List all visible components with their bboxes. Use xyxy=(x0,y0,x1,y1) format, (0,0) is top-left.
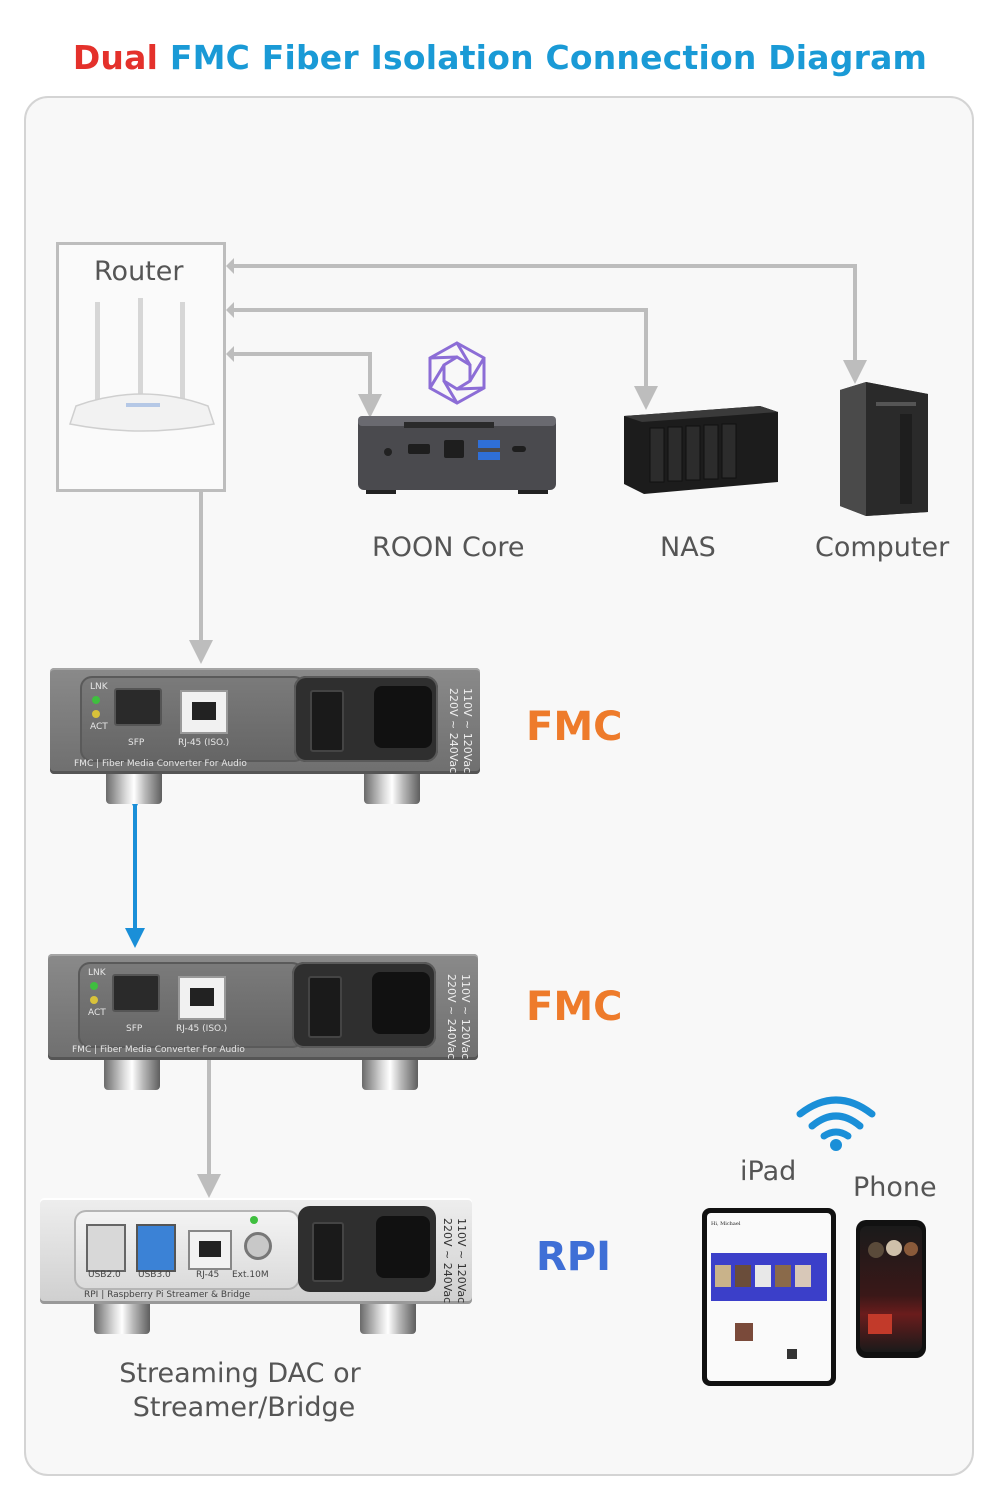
fmc-top-foot-left xyxy=(106,774,162,804)
fmc-bottom-lnk-led xyxy=(90,982,98,990)
wifi-icon xyxy=(796,1096,876,1151)
fmc-bottom-rj45-label: RJ-45 (ISO.) xyxy=(176,1024,228,1034)
fmc-top-sfp-label: SFP xyxy=(128,738,145,748)
link-router-roon xyxy=(234,352,382,418)
rpi-usb3-ports xyxy=(136,1224,176,1272)
rpi-caption: RPI | Raspberry Pi Streamer & Bridge xyxy=(84,1290,251,1300)
roon-core-label: ROON Core xyxy=(372,532,525,563)
fmc-top-label: FMC xyxy=(526,704,623,750)
fmc-top-lnk-label: LNK xyxy=(90,682,108,692)
fmc-bottom-caption: FMC | Fiber Media Converter For Audio xyxy=(72,1045,245,1055)
rpi-voltage-1: 110V ~ 120Vac xyxy=(455,1218,468,1304)
rpi-iec-inlet xyxy=(376,1216,430,1278)
rpi-status-led xyxy=(250,1216,258,1224)
router-icon xyxy=(69,298,215,432)
link-router-computer xyxy=(234,264,867,384)
roon-logo-icon xyxy=(428,341,486,405)
fmc-bottom-rj45-port xyxy=(178,976,226,1020)
fmc-bottom-power-switch xyxy=(308,976,342,1038)
fmc-bottom-unit: LNK ACT SFP RJ-45 (ISO.) FMC | Fiber Med… xyxy=(48,954,478,1060)
fmc-top-iec-inlet xyxy=(374,686,432,748)
roon-core-device-icon xyxy=(358,416,556,494)
rpi-usb2-label: USB2.0 xyxy=(88,1270,121,1280)
nas-device-icon xyxy=(624,406,778,494)
fmc-bottom-act-led xyxy=(90,996,98,1004)
fmc-bottom-act-label: ACT xyxy=(88,1008,106,1018)
ipad-label: iPad xyxy=(740,1156,797,1187)
fmc-top-voltage-2: 220V ~ 240Vac xyxy=(447,688,460,774)
rpi-rj45-label: RJ-45 xyxy=(196,1270,220,1280)
computer-device-icon xyxy=(840,382,928,516)
rpi-foot-left xyxy=(94,1304,150,1334)
fmc-top-lnk-led xyxy=(92,696,100,704)
ipad-album-art-small xyxy=(787,1349,797,1359)
rpi-label: RPI xyxy=(536,1234,611,1280)
rpi-power-switch xyxy=(312,1222,344,1282)
fmc-bottom-label: FMC xyxy=(526,984,623,1030)
fmc-bottom-sfp-label: SFP xyxy=(126,1024,143,1034)
ipad-banner xyxy=(711,1253,827,1301)
fmc-bottom-sfp-port xyxy=(112,974,160,1012)
fmc-top-voltage-1: 110V ~ 120Vac xyxy=(461,688,474,774)
rpi-unit: USB2.0 USB3.0 RJ-45 Ext.10M RPI | Raspbe… xyxy=(40,1198,472,1304)
ipad-screen: Hi, Michael xyxy=(707,1213,831,1381)
streamer-label-line1: Streaming DAC or xyxy=(119,1358,361,1389)
fmc-top-rj45-label: RJ-45 (ISO.) xyxy=(178,738,230,748)
fmc-top-caption: FMC | Fiber Media Converter For Audio xyxy=(74,759,247,769)
page-title: Dual FMC Fiber Isolation Connection Diag… xyxy=(0,38,1000,77)
phone-screen xyxy=(860,1226,922,1352)
fmc-bottom-lnk-label: LNK xyxy=(88,968,106,978)
fmc-top-foot-right xyxy=(364,774,420,804)
fmc-bottom-voltage-1: 110V ~ 120Vac xyxy=(459,974,472,1060)
ipad-greeting: Hi, Michael xyxy=(711,1221,741,1227)
ipad-device: Hi, Michael xyxy=(702,1208,836,1386)
computer-label: Computer xyxy=(815,532,950,563)
streamer-label-line2: Streamer/Bridge xyxy=(132,1392,356,1423)
title-main: FMC Fiber Isolation Connection Diagram xyxy=(169,38,928,77)
ipad-album-art xyxy=(735,1323,753,1341)
fmc-top-sfp-port xyxy=(114,688,162,726)
rpi-usb2-ports xyxy=(86,1224,126,1272)
phone-label: Phone xyxy=(853,1172,937,1203)
fmc-bottom-iec-inlet xyxy=(372,972,430,1034)
fmc-bottom-foot-left xyxy=(104,1060,160,1090)
rpi-voltage-2: 220V ~ 240Vac xyxy=(441,1218,454,1304)
fmc-top-act-label: ACT xyxy=(90,722,108,732)
link-router-nas xyxy=(234,308,658,410)
nas-label: NAS xyxy=(660,532,716,563)
fmc-top-act-led xyxy=(92,710,100,718)
fmc-top-unit: LNK ACT SFP RJ-45 (ISO.) FMC | Fiber Med… xyxy=(50,668,480,774)
phone-device xyxy=(856,1220,926,1358)
rpi-rj45-port xyxy=(188,1230,232,1270)
router-label: Router xyxy=(94,256,184,287)
rpi-ext-label: Ext.10M xyxy=(232,1270,269,1280)
fmc-top-rj45-port xyxy=(180,690,228,734)
fmc-bottom-voltage-2: 220V ~ 240Vac xyxy=(445,974,458,1060)
fmc-top-power-switch xyxy=(310,690,344,752)
fmc-bottom-foot-right xyxy=(362,1060,418,1090)
rpi-usb3-label: USB3.0 xyxy=(138,1270,171,1280)
rpi-ext10m-port xyxy=(244,1232,272,1260)
title-dual: Dual xyxy=(72,38,159,77)
rpi-foot-right xyxy=(360,1304,416,1334)
